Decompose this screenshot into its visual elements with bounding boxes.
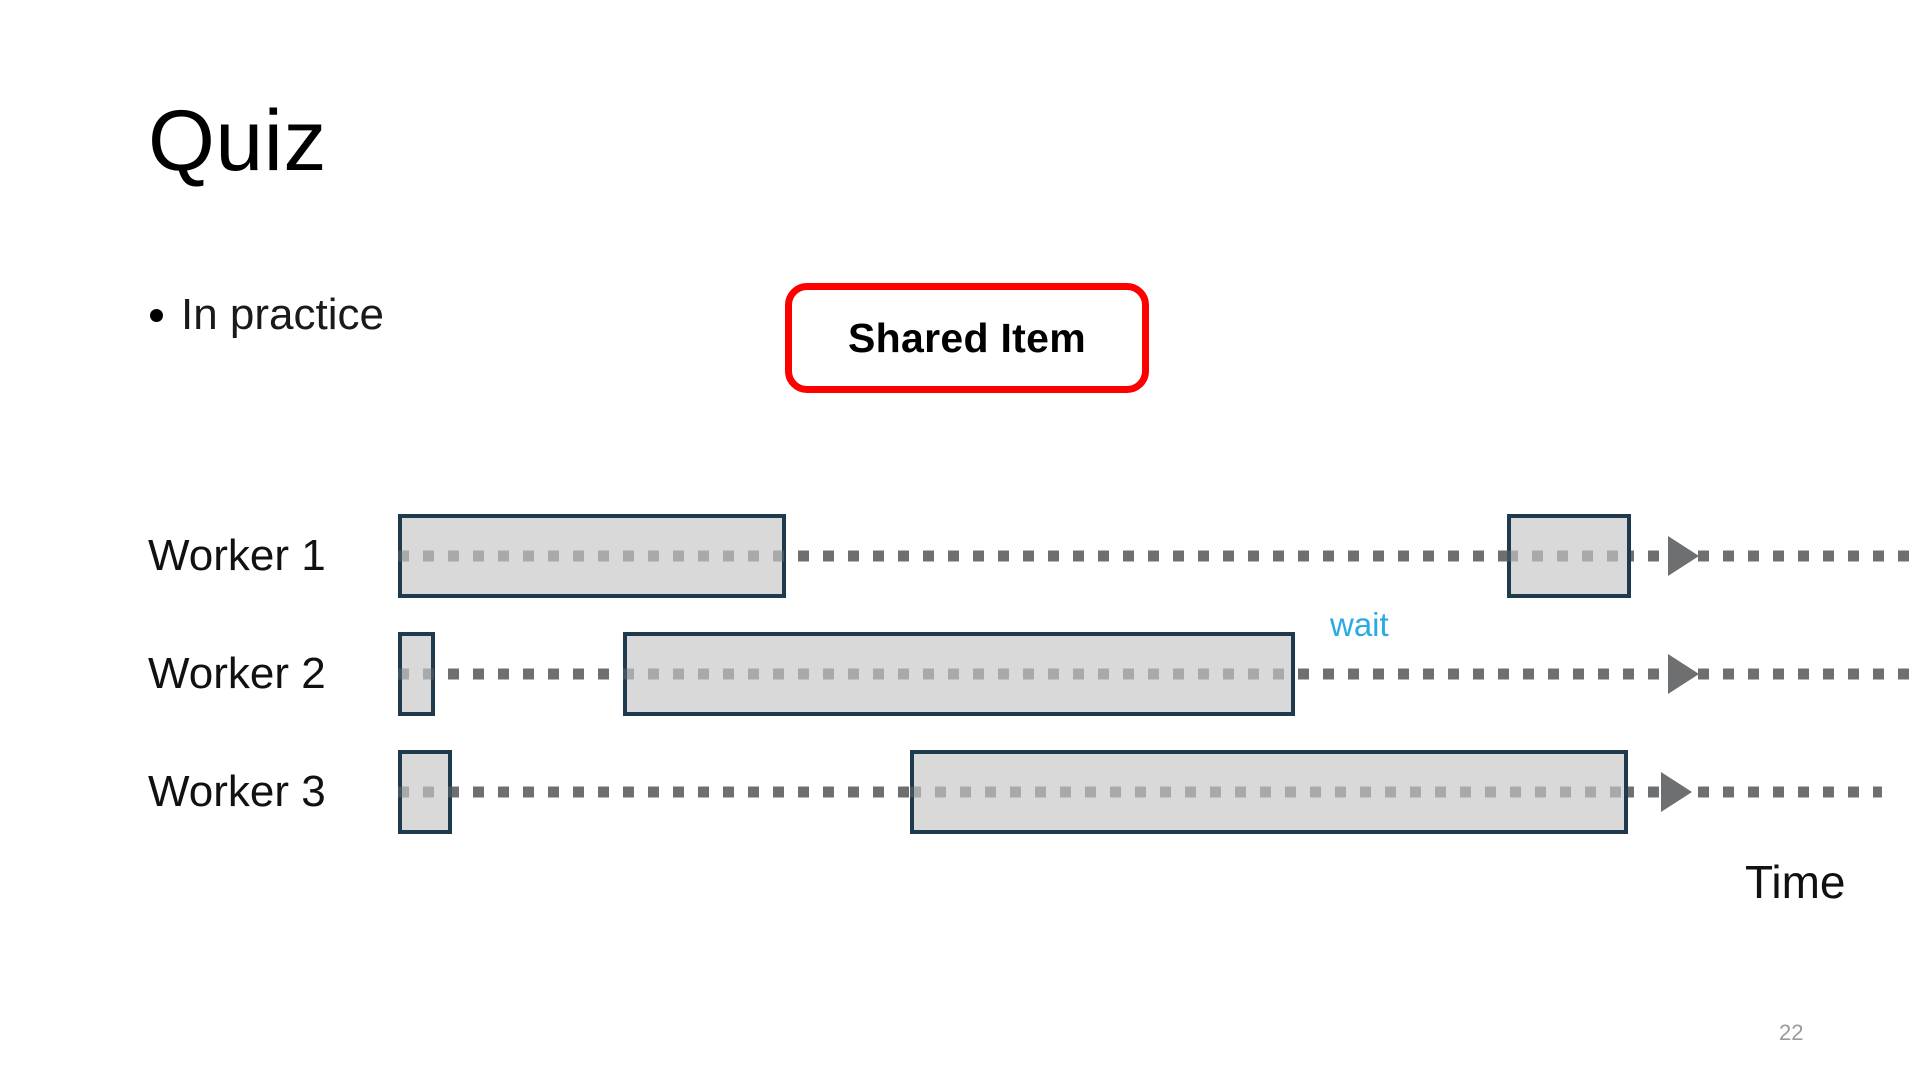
shared-item-label: Shared Item bbox=[848, 314, 1086, 361]
shared-item-callout: Shared Item bbox=[785, 283, 1149, 393]
task-block bbox=[910, 750, 1628, 834]
bullet-item-label: In practice bbox=[181, 290, 384, 339]
time-axis-label: Time bbox=[1745, 856, 1846, 908]
timeline-arrow-icon bbox=[1668, 536, 1699, 576]
worker-row-label: Worker 1 bbox=[148, 531, 326, 580]
timeline-arrow-icon bbox=[1668, 654, 1699, 694]
bullet-item-in-practice: In practice bbox=[150, 290, 384, 340]
task-block bbox=[623, 632, 1295, 716]
timeline-row: Worker 3 bbox=[0, 722, 1920, 862]
timeline-arrow-icon bbox=[1661, 772, 1692, 812]
timeline-dotted-line bbox=[398, 550, 1920, 562]
task-block bbox=[398, 750, 452, 834]
wait-annotation-label: wait bbox=[1330, 606, 1389, 643]
task-block bbox=[398, 514, 786, 598]
slide-page-number: 22 bbox=[1779, 1020, 1804, 1045]
page-title: Quiz bbox=[148, 93, 327, 189]
task-block bbox=[398, 632, 435, 716]
worker-row-label: Worker 2 bbox=[148, 649, 326, 698]
bullet-dot-icon bbox=[150, 308, 163, 322]
worker-row-label: Worker 3 bbox=[148, 767, 326, 816]
task-block bbox=[1507, 514, 1631, 598]
